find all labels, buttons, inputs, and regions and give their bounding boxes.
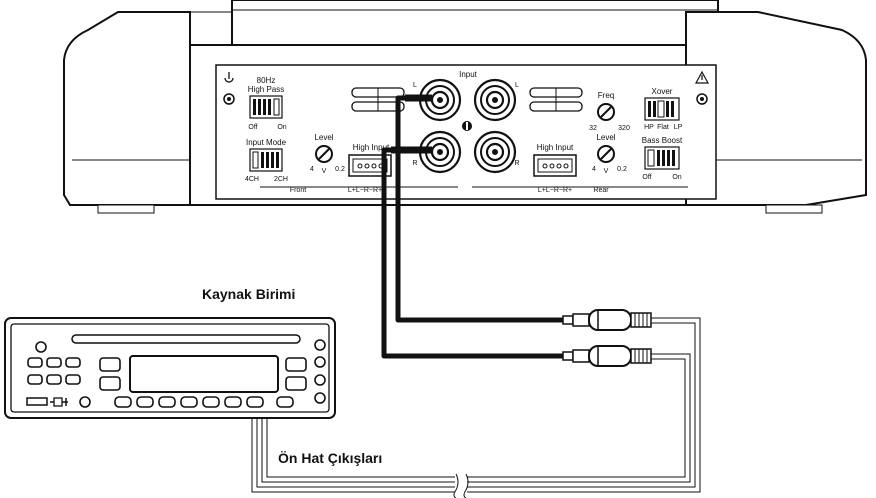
bass-off-label: Off (642, 174, 651, 181)
head-unit (4, 317, 336, 419)
input-l-left-label: L (413, 82, 417, 89)
control-panel (215, 64, 717, 200)
number-button[interactable] (180, 396, 198, 408)
xover-lp-label: LP (674, 124, 683, 131)
rca-plug-lower (562, 345, 652, 367)
freq-max-label: 320 (618, 125, 630, 132)
aux-jack[interactable] (79, 396, 91, 408)
filter-name-label: High Pass (248, 85, 284, 94)
number-button[interactable] (202, 396, 220, 408)
preset-button[interactable] (46, 374, 62, 385)
front-level-label: Level (314, 133, 333, 142)
bass-on-label: On (672, 174, 681, 181)
number-button[interactable] (158, 396, 176, 408)
number-button[interactable] (224, 396, 242, 408)
xover-flat-label: Flat (657, 124, 669, 131)
preset-button[interactable] (65, 374, 81, 385)
xover-label: Xover (652, 87, 673, 96)
front-high-input-label: High Input (353, 143, 390, 152)
freq-label: Freq (598, 91, 614, 100)
front-section-label: Front (290, 187, 306, 194)
mode-button[interactable] (99, 376, 121, 391)
rca-extension-cables (251, 317, 701, 498)
rear-high-input-connector[interactable] (533, 154, 577, 177)
input-mode-4ch-label: 4CH (245, 176, 259, 183)
rear-level-knob[interactable] (597, 145, 615, 163)
input-mode-switch[interactable] (249, 148, 283, 172)
power-icon (223, 72, 235, 105)
round-button[interactable] (314, 392, 326, 404)
input-mode-2ch-label: 2CH (274, 176, 288, 183)
head-unit-title: Kaynak Birimi (202, 286, 295, 302)
preset-button[interactable] (65, 357, 81, 368)
mode-button[interactable] (285, 376, 307, 391)
number-button[interactable] (276, 396, 294, 408)
freq-min-label: 32 (589, 125, 597, 132)
rear-level-label: Level (596, 133, 615, 142)
display-screen (129, 355, 279, 393)
input-l-right-label: L (515, 82, 519, 89)
front-level-knob[interactable] (315, 145, 333, 163)
release-button[interactable] (35, 341, 47, 353)
freq-knob[interactable] (597, 103, 615, 121)
high-pass-switch[interactable] (249, 95, 283, 119)
front-level-max: 0.2 (335, 166, 345, 173)
xover-hp-label: HP (644, 124, 654, 131)
bass-boost-label: Bass Boost (642, 136, 683, 145)
foot-left (97, 204, 155, 214)
round-button[interactable] (314, 356, 326, 368)
front-pins-label: L+L−R−R+ (348, 187, 382, 194)
rear-section-label: Rear (593, 187, 609, 194)
rear-pins-label: L+L−R−R+ (538, 187, 572, 194)
round-button[interactable] (314, 374, 326, 386)
rca-plug-upper (562, 309, 652, 331)
input-r-left-label: R (412, 160, 417, 167)
rear-high-input-label: High Input (537, 143, 574, 152)
rear-level-max: 0.2 (617, 166, 627, 173)
warning-icon (694, 70, 710, 105)
usb-icon (50, 397, 68, 407)
rear-level-unit: V (604, 168, 609, 175)
rca-jack-rear-right[interactable] (473, 130, 517, 174)
input-label: Input (459, 70, 478, 79)
amplifier-left-cap (63, 11, 191, 206)
bass-boost-switch[interactable] (644, 146, 680, 170)
ground-screw-icon (462, 121, 472, 131)
preset-button[interactable] (27, 374, 43, 385)
cd-slot (71, 334, 301, 344)
front-level-min: 4 (310, 166, 314, 173)
number-button[interactable] (114, 396, 132, 408)
filter-off-label: Off (248, 124, 257, 131)
amplifier: 80Hz High Pass Off On Input Mode 4CH 2CH… (63, 0, 867, 214)
preset-button[interactable] (27, 357, 43, 368)
round-button[interactable] (314, 339, 326, 351)
cable-label: Ön Hat Çıkışları (278, 450, 382, 466)
filter-freq-label: 80Hz (257, 76, 276, 85)
front-level-unit: V (322, 168, 327, 175)
preset-button[interactable] (46, 357, 62, 368)
number-button[interactable] (136, 396, 154, 408)
mode-button[interactable] (99, 357, 121, 372)
input-r-right-label: R (514, 160, 519, 167)
foot-right (765, 204, 823, 214)
mode-button[interactable] (285, 357, 307, 372)
rear-level-min: 4 (592, 166, 596, 173)
rca-jack-front-left[interactable] (418, 78, 462, 122)
rca-jack-front-right[interactable] (418, 130, 462, 174)
xover-switch[interactable] (644, 97, 680, 121)
input-mode-label: Input Mode (246, 138, 287, 147)
usb-slot (26, 397, 48, 406)
number-button[interactable] (246, 396, 264, 408)
filter-on-label: On (277, 124, 286, 131)
rca-cables (381, 94, 563, 359)
rca-jack-rear-left[interactable] (473, 78, 517, 122)
